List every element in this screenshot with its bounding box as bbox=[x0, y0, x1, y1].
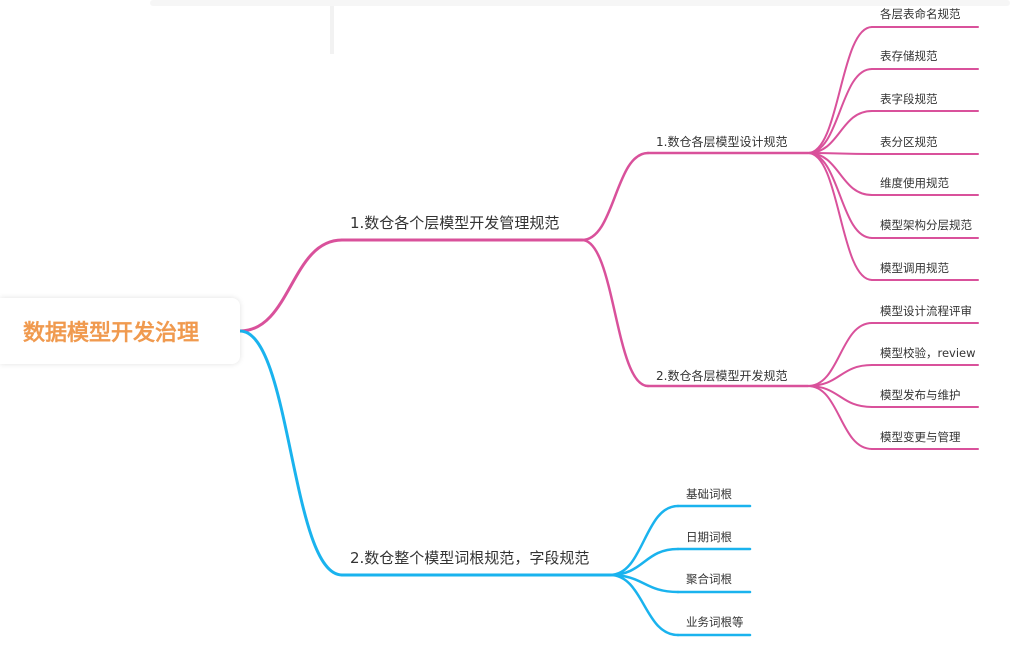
connector-development-leaf-3 bbox=[807, 385, 873, 450]
branch-root-word-spec[interactable]: 2.数仓整个模型词根规范，字段规范 bbox=[350, 549, 590, 567]
leaf-dimension-usage[interactable]: 维度使用规范 bbox=[880, 176, 949, 190]
subbranch-model-design[interactable]: 1.数仓各层模型设计规范 bbox=[656, 135, 788, 149]
connector-branch-1-to-development bbox=[580, 238, 650, 388]
connector-development-leaf-2 bbox=[807, 385, 873, 408]
leaf-aggregate-root-word[interactable]: 聚合词根 bbox=[686, 572, 732, 586]
leaf-date-root-word[interactable]: 日期词根 bbox=[686, 530, 732, 544]
toolbar-divider bbox=[330, 6, 334, 54]
branch-model-dev-mgmt[interactable]: 1.数仓各个层模型开发管理规范 bbox=[350, 214, 560, 232]
connector-rootword-leaf-3 bbox=[608, 573, 680, 637]
connector-design-leaf-1 bbox=[807, 68, 873, 154]
leaf-model-change[interactable]: 模型变更与管理 bbox=[880, 430, 961, 444]
top-toolbar-remnant bbox=[150, 0, 1010, 6]
leaf-table-storage[interactable]: 表存储规范 bbox=[880, 49, 938, 63]
connector-design-leaf-2 bbox=[807, 110, 873, 154]
leaf-model-architecture[interactable]: 模型架构分层规范 bbox=[880, 218, 972, 232]
leaf-model-release[interactable]: 模型发布与维护 bbox=[880, 388, 961, 402]
connector-root-to-branch-2 bbox=[238, 329, 344, 577]
leaf-model-check[interactable]: 模型校验，review bbox=[880, 346, 976, 360]
leaf-model-invocation[interactable]: 模型调用规范 bbox=[880, 261, 949, 275]
connector-rootword-leaf-1 bbox=[608, 547, 680, 577]
connector-development-leaf-0 bbox=[807, 322, 873, 387]
leaf-table-partition[interactable]: 表分区规范 bbox=[880, 135, 938, 149]
leaf-table-field[interactable]: 表字段规范 bbox=[880, 92, 938, 106]
connector-design-leaf-0 bbox=[807, 26, 873, 154]
subbranch-model-development[interactable]: 2.数仓各层模型开发规范 bbox=[656, 369, 788, 383]
root-node[interactable]: 数据模型开发治理 bbox=[0, 298, 240, 364]
connector-design-leaf-5 bbox=[807, 152, 873, 239]
root-node-label: 数据模型开发治理 bbox=[22, 321, 199, 346]
connector-rootword-leaf-0 bbox=[608, 504, 680, 577]
leaf-base-root-word[interactable]: 基础词根 bbox=[686, 487, 732, 501]
leaf-design-review[interactable]: 模型设计流程评审 bbox=[880, 304, 972, 318]
connector-design-leaf-4 bbox=[807, 152, 873, 196]
connector-branch-1-to-design bbox=[580, 151, 650, 242]
leaf-table-naming[interactable]: 各层表命名规范 bbox=[880, 7, 961, 21]
connector-design-leaf-6 bbox=[807, 152, 873, 281]
connector-development-leaf-1 bbox=[807, 364, 873, 387]
leaf-business-root-word[interactable]: 业务词根等 bbox=[686, 615, 744, 629]
connector-root-to-branch-1 bbox=[238, 238, 344, 333]
